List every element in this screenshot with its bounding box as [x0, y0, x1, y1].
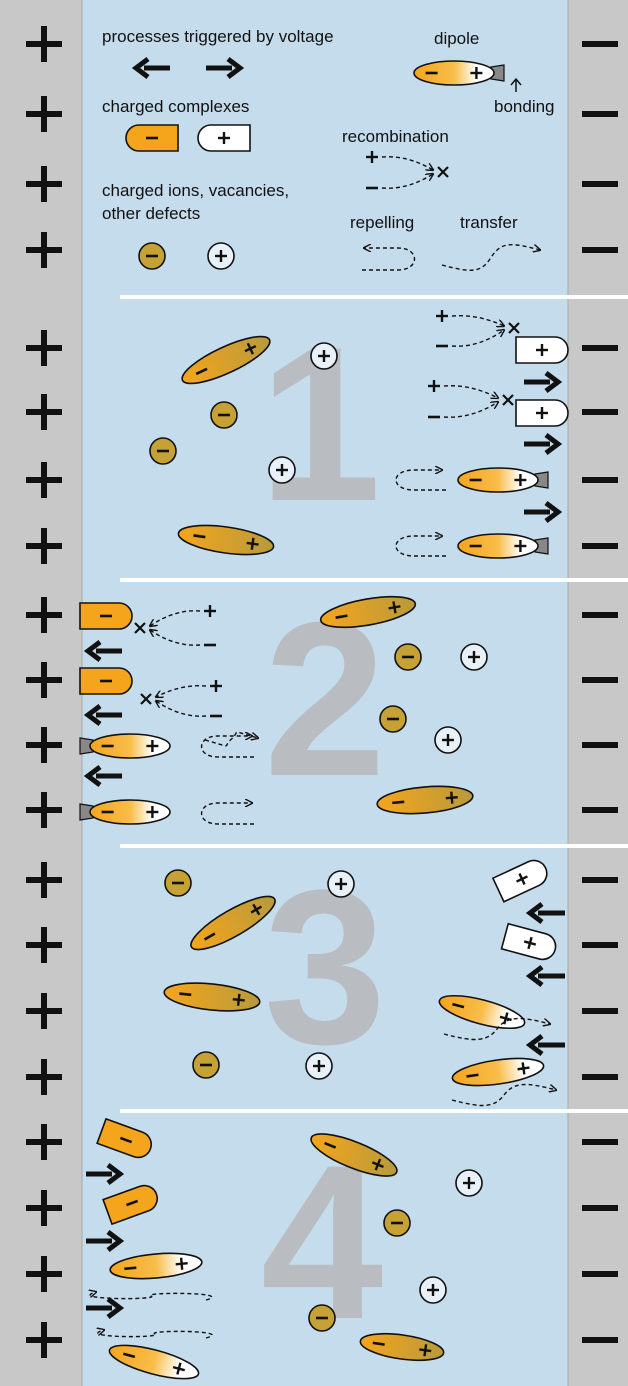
minus-sign	[124, 1268, 136, 1269]
positive-ion	[456, 1170, 482, 1196]
minus-sign	[179, 994, 191, 995]
legend-recombination-label: recombination	[342, 127, 449, 146]
positive-ion	[306, 1053, 332, 1079]
negative-ion	[395, 644, 421, 670]
positive-ion	[311, 343, 337, 369]
positive-complex	[516, 400, 568, 426]
negative-ion	[193, 1052, 219, 1078]
panel-number: 1	[259, 301, 381, 547]
negative-complex	[80, 668, 132, 694]
positive-ion	[461, 644, 487, 670]
legend-ions-label: charged ions, vacancies,	[102, 181, 289, 200]
negative-ion	[211, 402, 237, 428]
legend-repelling-label: repelling	[350, 213, 414, 232]
negative-ion	[380, 706, 406, 732]
negative-complex	[80, 603, 132, 629]
positive-complex	[198, 125, 250, 151]
legend-dipole-label: dipole	[434, 29, 479, 48]
minus-sign	[193, 535, 205, 537]
minus-sign	[373, 1343, 385, 1345]
positive-ion	[269, 457, 295, 483]
panel-divider	[120, 1109, 628, 1113]
negative-ion	[139, 243, 165, 269]
positive-ion	[208, 243, 234, 269]
legend-complexes-label: charged complexes	[102, 97, 249, 116]
negative-ion	[309, 1305, 335, 1331]
legend-processes-label: processes triggered by voltage	[102, 27, 334, 46]
negative-ion	[150, 438, 176, 464]
positive-ion	[435, 727, 461, 753]
panel-divider	[120, 295, 628, 299]
minus-sign	[392, 802, 404, 803]
positive-complex	[516, 337, 568, 363]
legend-bonding-label: bonding	[494, 97, 555, 116]
negative-ion	[384, 1210, 410, 1236]
positive-ion	[420, 1277, 446, 1303]
minus-sign	[467, 1075, 479, 1077]
negative-complex	[126, 125, 178, 151]
negative-ion	[165, 870, 191, 896]
panel-number: 3	[264, 844, 386, 1090]
legend-ions-label: other defects	[102, 204, 200, 223]
right-electrode	[568, 0, 628, 1386]
positive-ion	[328, 871, 354, 897]
legend-transfer-label: transfer	[460, 213, 518, 232]
